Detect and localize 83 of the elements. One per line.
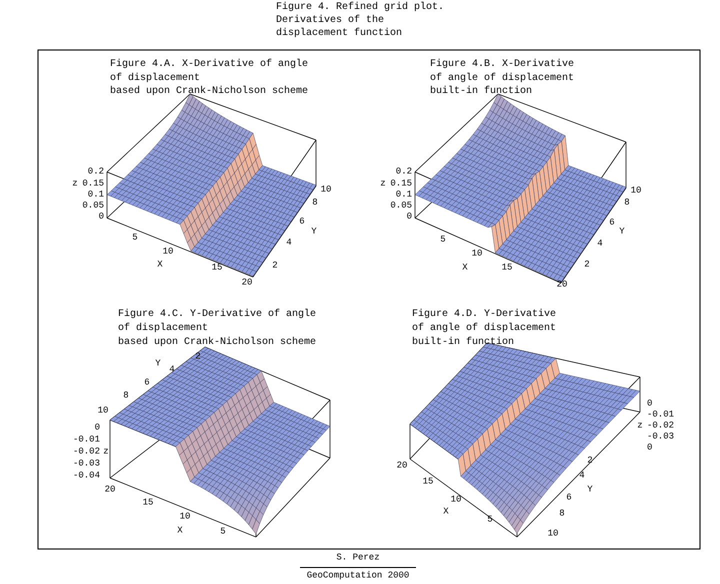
panel-title: Figure 4.D. Y-Derivative xyxy=(412,310,556,320)
axis-tick-label: 8 xyxy=(312,198,318,208)
axis-tick-label: -0.03 xyxy=(647,432,674,442)
axis-tick-label: 0.05 xyxy=(82,202,104,210)
axis-tick-label: 10 xyxy=(98,406,108,416)
axis-tick-label: 10 xyxy=(630,186,642,196)
axis-label: z xyxy=(103,448,109,456)
axis-tick-label: 6 xyxy=(144,378,150,388)
axis-label: z xyxy=(72,180,78,188)
axis-tick-label: 10 xyxy=(472,250,482,258)
axis-tick-label: -0.02 xyxy=(72,448,100,456)
axis-tick-label: 10 xyxy=(180,512,190,522)
axis-tick-label: 2 xyxy=(587,456,593,466)
conference-name: GeoComputation 2000 xyxy=(306,572,410,580)
axis-tick-label: 15 xyxy=(142,498,154,508)
axis-label: X xyxy=(157,260,163,270)
panel-title: Figure 4.C. Y-Derivative of angle xyxy=(118,310,316,320)
axis-tick-label: 0.2 xyxy=(88,168,104,176)
figure-title: Figure 4. Refined grid plot. Derivatives of the displacement function xyxy=(276,1,446,40)
panel-title: Figure 4.A. X-Derivative of angle xyxy=(110,60,308,70)
axis-tick-label: -0.01 xyxy=(72,436,100,444)
panel-title: of displacement xyxy=(110,74,200,84)
axis-tick-label: -0.03 xyxy=(72,460,100,468)
axis-tick-label: 6 xyxy=(609,218,615,228)
axis-tick-label: 4 xyxy=(597,240,603,248)
axis-tick-label: 0 xyxy=(94,424,100,432)
axis-tick-label: 20 xyxy=(396,462,408,470)
axis-tick-label: 8 xyxy=(559,510,565,518)
author-name: S. Perez xyxy=(336,554,380,562)
axis-tick-label: 8 xyxy=(123,392,129,400)
axis-tick-label: 0 xyxy=(98,212,104,222)
axis-tick-label: 15 xyxy=(212,264,222,272)
axis-label: Y xyxy=(155,360,161,368)
panel-title: based upon Crank-Nicholson scheme xyxy=(118,338,316,348)
axis-label: X xyxy=(177,526,183,536)
axis-tick-label: 0 xyxy=(647,444,652,452)
axis-tick-label: 4 xyxy=(286,238,292,248)
axis-tick-label: 15 xyxy=(422,478,434,486)
axis-tick-label: 10 xyxy=(320,186,332,194)
panel-title: based upon Crank-Nicholson scheme xyxy=(110,87,308,97)
axis-tick-label: 0.15 xyxy=(82,180,104,188)
axis-tick-label: 10 xyxy=(162,248,174,256)
axis-tick-label: 5 xyxy=(487,516,493,524)
axis-tick-label: 4 xyxy=(169,366,175,374)
panel-title: of displacement xyxy=(118,324,208,334)
panel-title: built-in function xyxy=(430,87,532,97)
axis-tick-label: 2 xyxy=(584,260,590,270)
axis-label: X xyxy=(462,264,468,272)
axis-tick-label: 0.1 xyxy=(88,190,104,200)
axis-tick-label: 5 xyxy=(440,236,446,244)
axis-tick-label: 0 xyxy=(406,212,412,222)
axis-tick-label: 20 xyxy=(242,278,252,288)
axis-label: Y xyxy=(619,228,625,236)
axis-label: X xyxy=(443,508,449,516)
axis-label: Y xyxy=(587,486,593,494)
axis-label: z xyxy=(380,180,386,188)
axis-tick-label: 8 xyxy=(624,198,630,208)
axis-tick-label: 20 xyxy=(556,280,568,290)
axis-tick-label: 4 xyxy=(579,472,585,480)
axis-tick-label: 6 xyxy=(299,218,305,226)
axis-tick-label: 0.1 xyxy=(396,190,412,200)
panel-title: Figure 4.B. X-Derivative xyxy=(430,60,574,70)
axis-tick-label: 5 xyxy=(220,528,226,536)
axis-tick-label: -0.01 xyxy=(647,410,674,420)
axis-tick-label: 20 xyxy=(104,486,116,494)
axis-tick-label: 0.05 xyxy=(390,202,412,210)
axis-tick-label: 2 xyxy=(272,262,278,270)
axis-tick-label: -0.02 xyxy=(647,422,674,430)
axis-tick-label: 10 xyxy=(548,530,558,538)
axis-tick-label: 0.15 xyxy=(390,180,412,188)
axis-tick-label: 2 xyxy=(195,352,201,362)
axis-tick-label: 6 xyxy=(566,494,572,502)
panel-title: built-in function xyxy=(412,338,514,348)
panel-title: of angle of displacement xyxy=(412,324,556,334)
axis-tick-label: 10 xyxy=(450,496,462,504)
axis-tick-label: 5 xyxy=(132,234,138,242)
axis-label: Y xyxy=(311,228,317,236)
axis-label: z xyxy=(637,422,643,430)
panel-title: of angle of displacement xyxy=(430,74,574,84)
axis-tick-label: 0 xyxy=(647,400,652,408)
axis-tick-label: 15 xyxy=(502,264,512,272)
axis-tick-label: -0.04 xyxy=(72,472,100,480)
axis-tick-label: 0.2 xyxy=(396,168,412,176)
